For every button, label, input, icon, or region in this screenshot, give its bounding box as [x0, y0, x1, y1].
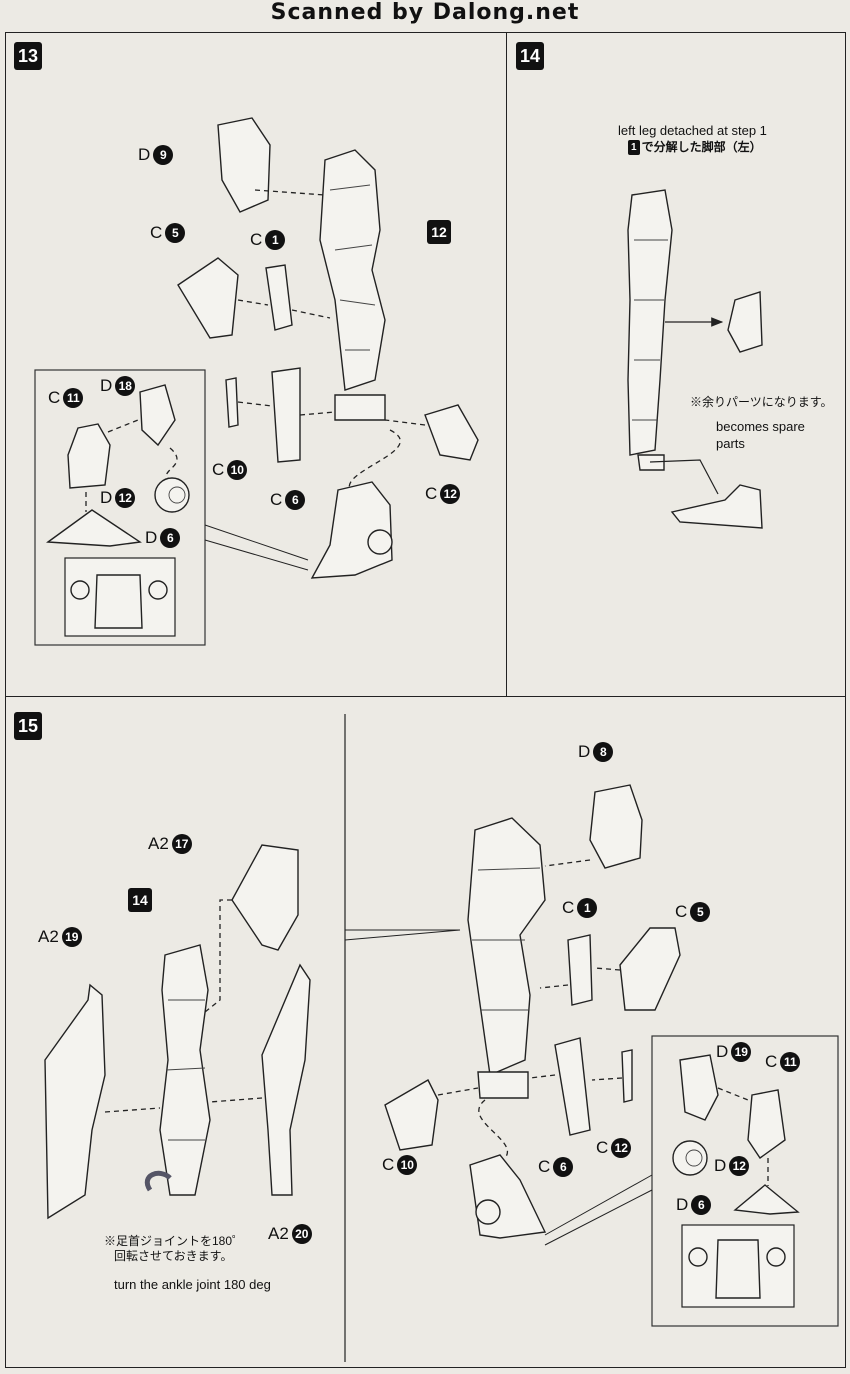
step13-leg-part — [319, 149, 386, 391]
step-15-badge: 15 — [14, 712, 42, 740]
step14-left-leg — [627, 189, 673, 456]
step15-c10-part — [384, 1079, 439, 1151]
step14-note-en-1: left leg detached at step 1 — [618, 123, 767, 138]
step15-foot-part — [469, 1154, 547, 1239]
step13-d9-part — [217, 117, 271, 213]
step15-c6-part — [554, 1037, 591, 1136]
label-ref-14: 14 — [128, 888, 152, 912]
step-13-badge: 13 — [14, 42, 42, 70]
step15-note-jp-1: ※足首ジョイントを180゜ — [104, 1234, 245, 1248]
step13-c5-part — [177, 257, 239, 339]
step14-note-jp-1: 1 で分解した脚部（左） — [628, 140, 762, 155]
step15-d8-part — [589, 784, 643, 869]
step14-note-jp-step-ref: 1 — [628, 140, 640, 155]
step13-c1-part — [265, 264, 293, 331]
step14-spare-part — [727, 291, 763, 353]
page-header: Scanned by Dalong.net — [270, 0, 580, 25]
step13-c6-part — [271, 367, 301, 463]
step14-note-jp-2: ※余りパーツになります。 — [690, 395, 833, 409]
label-ref-12: 12 — [427, 220, 451, 244]
step15-note-jp-2: 回転させておきます。 — [114, 1249, 233, 1263]
step15-right-leg — [467, 817, 546, 1077]
step13-c10-part — [225, 377, 239, 428]
step15-c1-part — [567, 934, 593, 1006]
step15-a2-17-part — [231, 844, 299, 951]
step14-note-en-3: parts — [716, 436, 745, 451]
step14-spare-foot — [670, 484, 763, 529]
step15-a2-19-part — [44, 983, 106, 1220]
step13-foot-part — [310, 481, 393, 579]
step15-c5-part — [619, 927, 681, 1011]
step15-c12-part — [621, 1049, 633, 1103]
step15-a2-20-part — [261, 963, 311, 1196]
step-14-badge: 14 — [516, 42, 544, 70]
step15-leg-14 — [159, 944, 211, 1196]
step15-inset-box — [651, 1035, 839, 1327]
step13-inset-box — [34, 369, 206, 646]
step15-panel — [5, 696, 846, 1368]
step14-note-en-2: becomes spare — [716, 419, 805, 434]
step15-note-en: turn the ankle joint 180 deg — [114, 1277, 271, 1292]
step13-c12-part — [424, 404, 479, 461]
